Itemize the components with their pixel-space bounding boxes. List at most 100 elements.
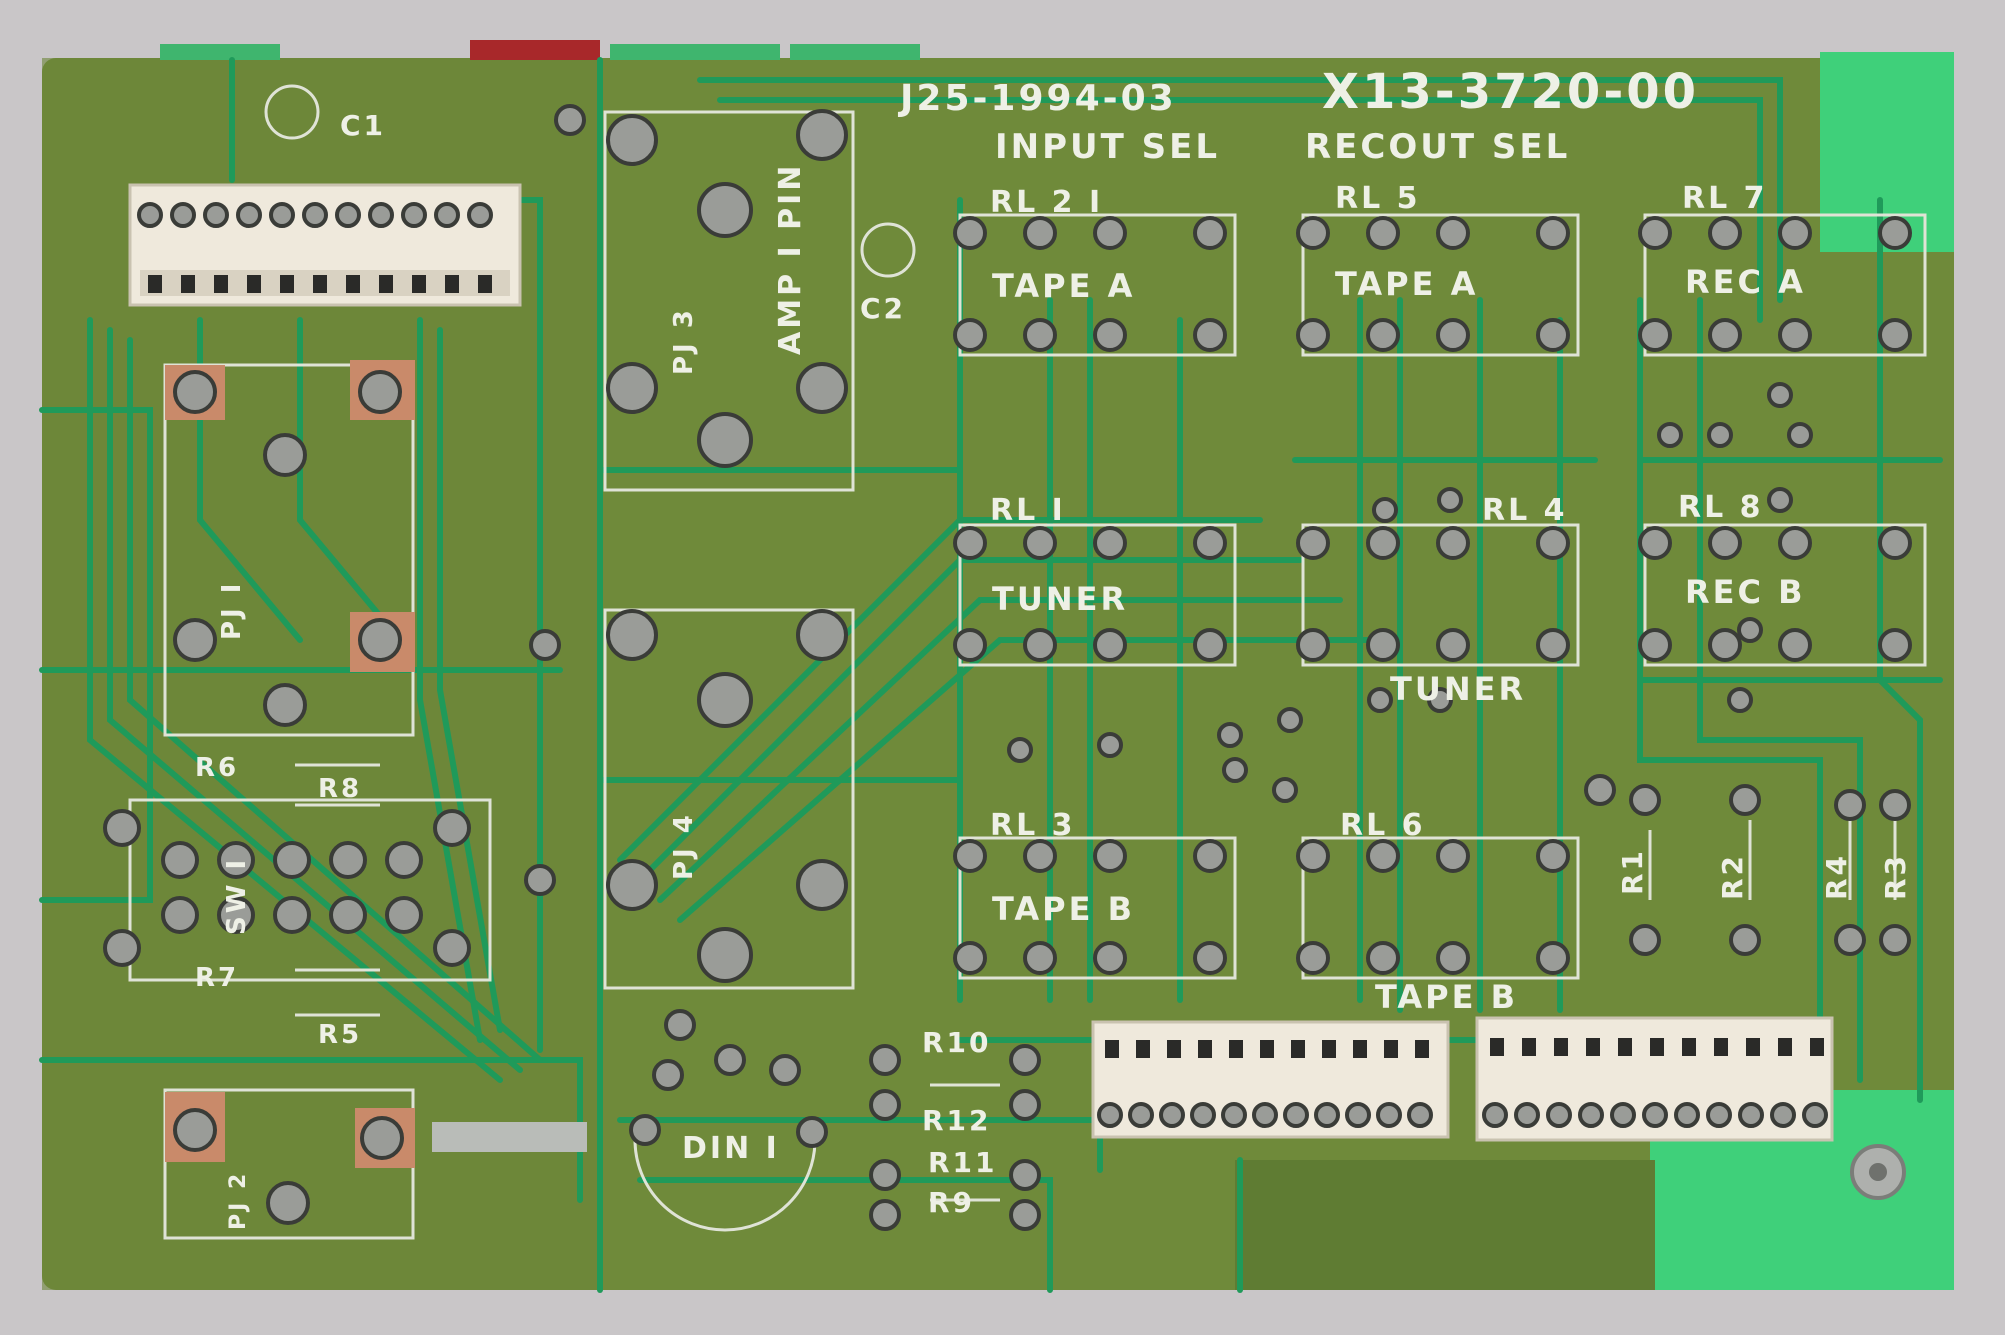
solder-joint xyxy=(1296,941,1330,975)
solder-joint xyxy=(1879,924,1911,956)
solder-joint xyxy=(335,202,361,228)
rl7-label: RL 7 xyxy=(1682,181,1768,216)
solder-joint xyxy=(796,362,848,414)
pj4-label: PJ 4 xyxy=(669,812,699,880)
part-number-label: J25-1994-03 xyxy=(897,78,1177,119)
solder-joint xyxy=(1193,628,1227,662)
solder-joint xyxy=(1296,216,1330,250)
solder-joint xyxy=(697,182,753,238)
r6-label: R6 xyxy=(195,753,239,783)
solder-joint xyxy=(1193,941,1227,975)
solder-joint xyxy=(1283,1102,1309,1128)
solder-joint xyxy=(1366,318,1400,352)
rec-a-label: REC A xyxy=(1685,263,1806,301)
solder-joint xyxy=(1536,941,1570,975)
solder-joint xyxy=(1277,707,1303,733)
solder-joint xyxy=(796,1116,828,1148)
connector-slot xyxy=(181,275,195,293)
rl3-label: RL 3 xyxy=(990,808,1076,843)
solder-joint xyxy=(170,202,196,228)
solder-joint xyxy=(524,864,556,896)
solder-joint xyxy=(1536,526,1570,560)
solder-joint xyxy=(1638,216,1672,250)
solder-joint xyxy=(1023,216,1057,250)
connector-slot xyxy=(1682,1038,1696,1056)
connector-slot xyxy=(1618,1038,1632,1056)
rl8-label: RL 8 xyxy=(1678,490,1764,525)
connector-slot xyxy=(1586,1038,1600,1056)
connector-slot xyxy=(445,275,459,293)
r7-label: R7 xyxy=(195,963,239,993)
connector-slot xyxy=(1415,1040,1429,1058)
solder-joint xyxy=(1093,526,1127,560)
board-code-label: X13-3720-00 xyxy=(1322,64,1699,120)
solder-joint xyxy=(796,109,848,161)
solder-joints xyxy=(103,104,1912,1231)
solder-joint xyxy=(869,1044,901,1076)
solder-joint xyxy=(606,609,658,661)
solder-joint xyxy=(796,859,848,911)
solder-joint xyxy=(1345,1102,1371,1128)
solder-joint xyxy=(217,896,255,934)
rl5-label: RL 5 xyxy=(1335,181,1421,216)
solder-joint xyxy=(1221,1102,1247,1128)
solder-joint xyxy=(1584,774,1616,806)
r5-label: R5 xyxy=(318,1020,362,1050)
solder-joint xyxy=(263,433,307,477)
solder-joint xyxy=(1366,526,1400,560)
solder-joint xyxy=(1093,216,1127,250)
solder-joint xyxy=(1436,318,1470,352)
solder-joint xyxy=(1778,318,1812,352)
copper-traces xyxy=(39,57,1943,1293)
solder-joint xyxy=(1436,628,1470,662)
solder-joint xyxy=(1610,1102,1636,1128)
solder-joint xyxy=(606,859,658,911)
din1-label: DIN I xyxy=(682,1131,780,1166)
solder-joint xyxy=(358,370,402,414)
solder-joint xyxy=(796,609,848,661)
solder-joint xyxy=(467,202,493,228)
solder-joint xyxy=(953,318,987,352)
connector-slot xyxy=(1650,1038,1664,1056)
solder-joint xyxy=(1767,382,1793,408)
solder-joint xyxy=(1366,941,1400,975)
connector-slot xyxy=(346,275,360,293)
c1-label: C1 xyxy=(340,109,386,142)
solder-joint xyxy=(173,1108,217,1152)
pj1-label: PJ I xyxy=(217,581,247,640)
solder-joint xyxy=(1638,318,1672,352)
connector-slot xyxy=(148,275,162,293)
solder-joint xyxy=(1314,1102,1340,1128)
solder-joint xyxy=(173,370,217,414)
solder-joint xyxy=(1536,839,1570,873)
solder-joint xyxy=(869,1089,901,1121)
solder-joint xyxy=(161,841,199,879)
solder-joint xyxy=(1482,1102,1508,1128)
r12-label: R12 xyxy=(922,1104,992,1137)
solder-joint xyxy=(1707,422,1733,448)
solder-joint xyxy=(697,672,753,728)
solder-joint xyxy=(1546,1102,1572,1128)
solder-joint xyxy=(1514,1102,1540,1128)
solder-joint xyxy=(953,839,987,873)
solder-joint xyxy=(529,629,561,661)
solder-joint xyxy=(329,841,367,879)
r9-label: R9 xyxy=(928,1186,975,1219)
solder-joint xyxy=(953,941,987,975)
solder-joint xyxy=(266,1181,310,1225)
solder-joint xyxy=(1778,526,1812,560)
connector-slot xyxy=(1291,1040,1305,1058)
solder-joint xyxy=(664,1009,696,1041)
solder-joint xyxy=(1879,789,1911,821)
recout-sel-label: RECOUT SEL xyxy=(1305,127,1570,167)
connector-slot xyxy=(1522,1038,1536,1056)
solder-joint xyxy=(273,896,311,934)
solder-joint xyxy=(1536,318,1570,352)
solder-joint xyxy=(269,202,295,228)
connector-slot xyxy=(1260,1040,1274,1058)
solder-joint xyxy=(1878,526,1912,560)
solder-joint xyxy=(1738,1102,1764,1128)
solder-joint xyxy=(1834,789,1866,821)
solder-joint xyxy=(1023,839,1057,873)
